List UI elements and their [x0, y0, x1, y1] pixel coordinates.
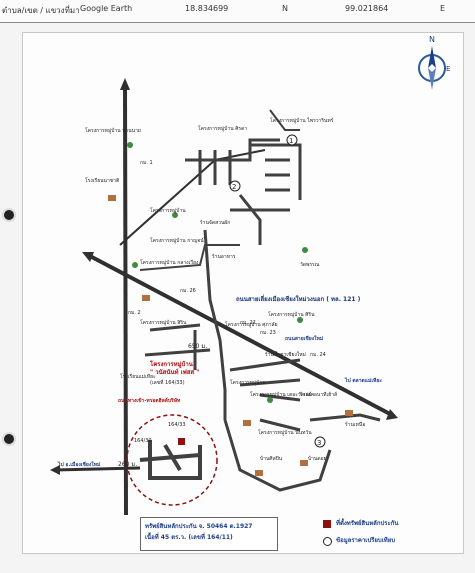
arrow-north-icon — [120, 78, 130, 90]
source-label: Google Earth — [80, 4, 133, 13]
latitude-dir: N — [282, 4, 288, 13]
km-marker: กม. 22 — [240, 320, 256, 326]
comparable-3-icon — [314, 436, 326, 448]
lane-label: ถนนทางเข้า-ทรอดฮิลล์บริษัท — [118, 398, 181, 404]
west-road — [54, 466, 141, 472]
subject-sub: (เลขที่ 164/33) — [150, 380, 185, 386]
village-road — [230, 194, 290, 245]
village-lane — [250, 143, 302, 200]
arrow-west-icon — [50, 465, 60, 475]
place-label: โครงการหมู่บ้าน สิริน — [140, 320, 187, 326]
side-road — [139, 244, 240, 271]
map-frame — [22, 32, 464, 554]
subject-name: " วนัสนันท์ เฟสส " — [150, 369, 200, 376]
place-label: ร้านเพอนาทีเฮ้าส์ — [300, 392, 338, 398]
subject-lane — [144, 323, 211, 370]
place-label: โครงการหมู่บ้าน กลางเวียง — [140, 260, 199, 266]
arrow-east-icon — [386, 409, 398, 420]
place-label: วัดพรรณ — [300, 262, 320, 268]
place-label: ร้านจัดสวนผัก — [200, 220, 231, 226]
legend-marker-icon — [323, 520, 331, 528]
place-label: โครงการหมู่บ้าน เดอะวัลเล่ย์ — [250, 392, 312, 398]
east-lane — [229, 358, 301, 402]
district-label: ตำบล/เขต / แขวงที่มา — [2, 6, 80, 15]
vertical-highway — [123, 84, 128, 516]
south-loop — [223, 419, 332, 492]
highway-121-label: ถนนสายเลี่ยงเมืองเชียงใหม่วงนอก ( ทล. 12… — [236, 296, 361, 303]
place-label: โครงการหมู่บ้าน บ้านนาย — [85, 128, 141, 134]
distance-label: 260 ม. — [118, 461, 138, 468]
place-label: โครงการหมู่บ้าน — [150, 208, 186, 214]
highway-121 — [87, 253, 393, 417]
central-road — [203, 229, 227, 420]
legend-line-2: เนื้อที่ 45 ตร.ว. (เลขที่ 164/11) — [145, 534, 233, 541]
subject-circle — [126, 414, 218, 506]
east-road — [259, 413, 381, 432]
place-label: โครงการหมู่บ้าน ศุภาลัย — [225, 322, 278, 328]
legend-circle-icon — [323, 537, 332, 546]
place-label: โรงเรียนแม่เหียะ — [120, 374, 156, 380]
subject-street — [139, 440, 202, 480]
place-label: โครงการหมู่บ้าน — [230, 380, 266, 386]
binder-hole — [2, 208, 16, 222]
road-segment — [214, 149, 266, 161]
arrow-west-icon — [82, 252, 94, 262]
legend-line-1: ทรัพย์สินหลักประกัน จ. 50464 ต.1927 — [145, 523, 253, 530]
north-text: N — [429, 35, 435, 44]
neighbor-plot: 164/30 — [134, 438, 152, 444]
km-marker: กม. 24 — [310, 352, 326, 358]
road-2-label: ถนนสายเชียงใหม่ — [285, 336, 324, 342]
tree-icons — [127, 142, 308, 403]
place-label: บ้านศิลปิน — [260, 456, 283, 462]
compass-icon: N E — [418, 35, 450, 90]
longitude-dir: E — [440, 4, 446, 13]
towards-left-label: ไป อ.เมืองเชียงใหม่ — [58, 462, 101, 468]
subject-title: โครงการหมู่บ้าน — [150, 361, 193, 368]
coordinate-header: ตำบล/เขต / แขวงที่มา Google Earth 18.834… — [0, 0, 475, 23]
village-lane — [198, 150, 232, 185]
place-label: โครงการหมู่บ้าน นันทวัน — [258, 430, 312, 436]
place-label: โครงการหมู่บ้าน ศิริน — [268, 312, 315, 318]
marker-1-text: 1 — [289, 137, 293, 145]
legend-box: ทรัพย์สินหลักประกัน จ. 50464 ต.1927 เนื้… — [140, 517, 278, 551]
place-label: โครงการหมู่บ้าน ไพรวารินทร์ — [270, 118, 334, 124]
place-label: โครงการหมู่บ้าน ศิรดา — [198, 126, 248, 132]
longitude-value: 99.021864 — [345, 4, 389, 13]
marker-3-text: 3 — [317, 439, 321, 447]
place-label: ร้านเหนือ — [345, 422, 366, 428]
place-label: บ้านดอย — [308, 456, 327, 462]
village-road — [269, 109, 300, 131]
east-text: E — [446, 65, 450, 73]
marker-2-text: 2 — [232, 183, 236, 191]
comparable-1-icon — [286, 134, 298, 146]
legend-item-2: ข้อมูลราคาเปรียบเทียบ — [336, 537, 396, 544]
place-label: ร้านอาหาร — [212, 254, 236, 260]
place-label: โครงการหมู่บ้าน กาญจน์ — [150, 238, 204, 244]
km-marker: กม. 2 — [128, 310, 141, 316]
plot-number: 164/33 — [168, 422, 186, 428]
km-marker: กม. 26 — [180, 288, 196, 294]
distance-label: 650 ม. — [188, 343, 208, 350]
comparable-2-icon — [229, 180, 241, 192]
place-label: ร้านน้ำชาเชียงใหม่ — [265, 352, 306, 358]
place-label: โรงเรียนนาชาติ — [85, 178, 120, 184]
km-marker: กม. 1 — [140, 160, 153, 166]
latitude-value: 18.834699 — [185, 4, 229, 13]
building-icons — [108, 195, 353, 476]
legend-item-1: ที่ตั้งทรัพย์สินหลักประกัน — [336, 520, 399, 527]
village-road — [185, 138, 280, 162]
subject-marker-icon — [178, 438, 185, 445]
binder-hole — [2, 432, 16, 446]
towards-city-label: ไป ตลาดแม่เหียะ — [345, 378, 382, 384]
km-marker: กม. 23 — [260, 330, 276, 336]
